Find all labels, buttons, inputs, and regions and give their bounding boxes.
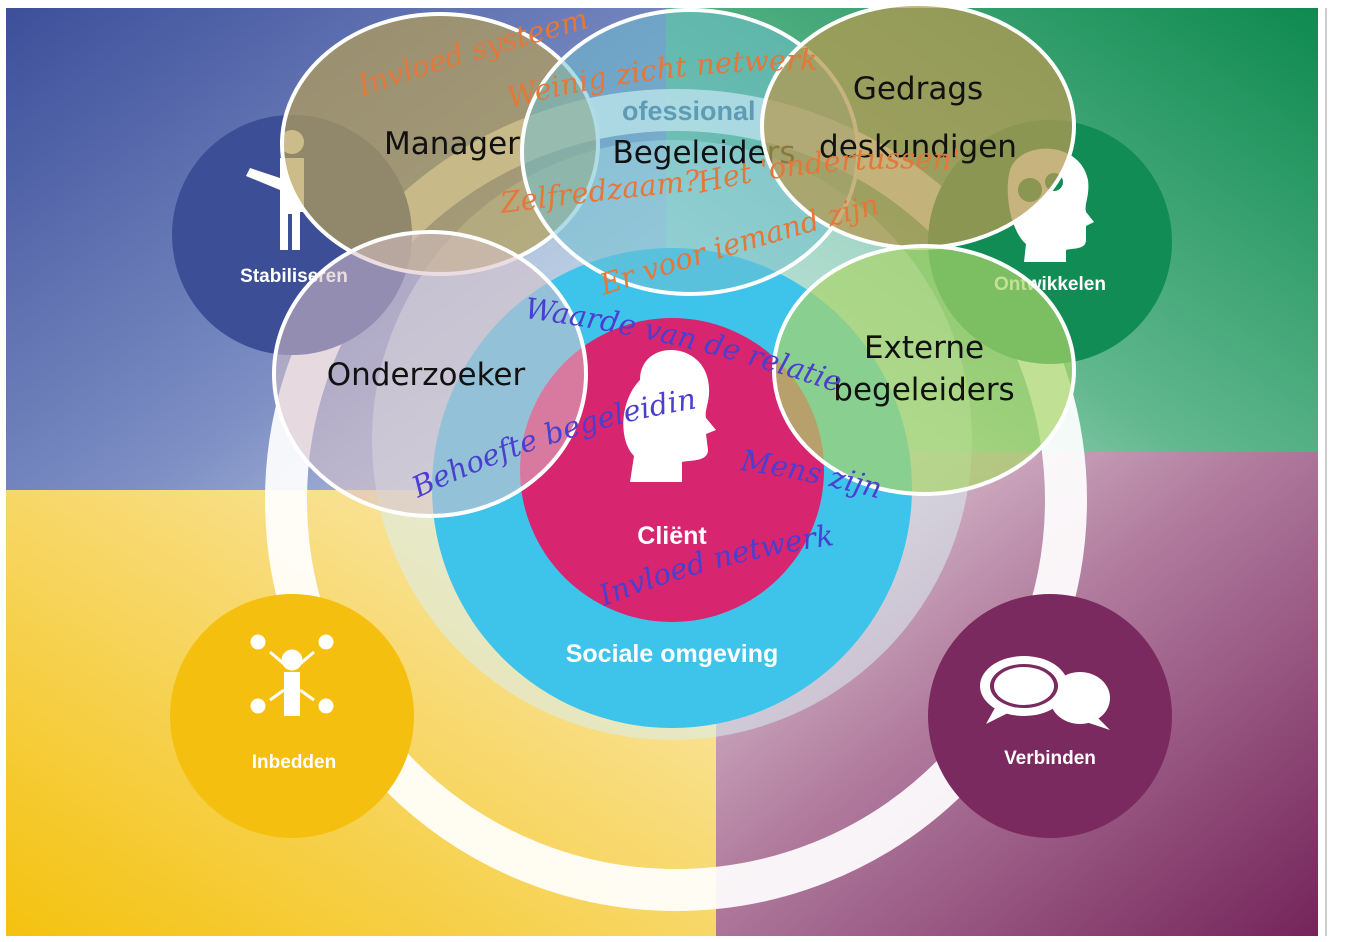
verbinden-node: Verbinden xyxy=(928,594,1172,838)
onderzoeker-label: Onderzoeker xyxy=(327,357,526,393)
sociale-omgeving-label: Sociale omgeving xyxy=(566,640,779,668)
verbinden-circle xyxy=(928,594,1172,838)
gedrags-label-line1: Gedrags xyxy=(853,71,983,107)
overlay-circle-onderzoeker: Onderzoeker xyxy=(272,230,588,518)
client-label: Cliënt xyxy=(637,522,707,550)
gedrags-label-line2: deskundigen xyxy=(819,129,1017,165)
manager-label: Manager xyxy=(384,126,520,162)
verbinden-label: Verbinden xyxy=(1004,748,1096,769)
overlay-circle-externe: Externe begeleiders xyxy=(772,244,1076,496)
externe-label-line2: begeleiders xyxy=(833,372,1014,408)
network-people-icon xyxy=(250,634,334,716)
overlay-circle-gedrags: Gedrags deskundigen xyxy=(760,2,1076,250)
inbedden-node: Inbedden xyxy=(170,594,414,838)
externe-label-line1: Externe xyxy=(864,330,984,366)
inbedden-label: Inbedden xyxy=(252,752,336,773)
head-profile-icon xyxy=(623,350,716,482)
speech-bubbles-icon xyxy=(980,656,1110,730)
